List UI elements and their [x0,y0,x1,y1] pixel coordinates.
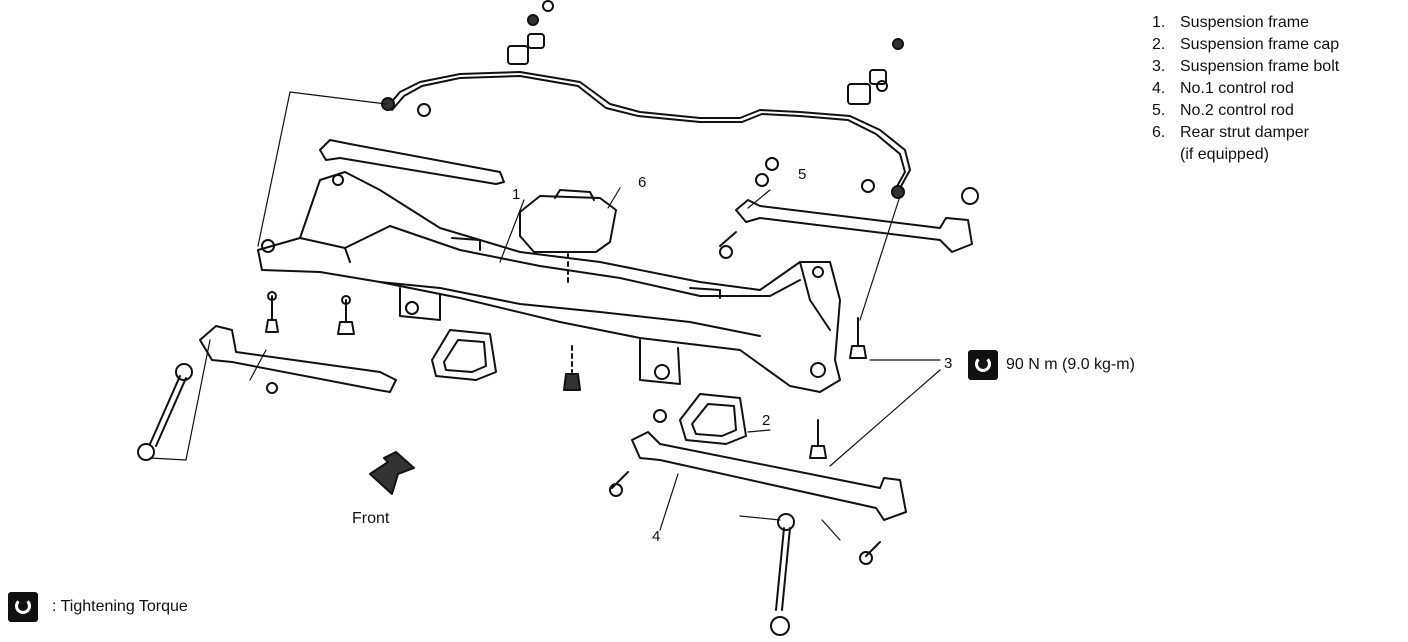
legend-item: 1. Suspension frame [1152,12,1339,34]
legend-text: (if equipped) [1180,146,1269,163]
legend-text: No.1 control rod [1180,80,1294,97]
suspension-frame [257,171,841,393]
torque-note-text: : Tightening Torque [52,598,188,615]
legend-item: 5. No.2 control rod [1152,100,1339,122]
legend-number: 2. [1152,36,1166,53]
legend-text: No.2 control rod [1180,102,1294,119]
torque-wrench-icon [968,350,998,380]
assembly-guides [149,91,941,541]
stabilizer-brackets [507,0,904,105]
rear-strut-damper [519,189,617,287]
legend-text: Rear strut damper [1180,124,1309,141]
legend-number: 1. [1152,14,1166,31]
suspension-frame-caps [431,329,747,445]
legend-number [1152,144,1180,166]
callout-1: 1 [512,186,521,203]
legend-number: 4. [1152,80,1166,97]
torque-value: 90 N m (9.0 kg-m) [1006,356,1135,373]
parts-legend: 1. Suspension frame 2. Suspension frame … [1152,12,1339,166]
no1-control-rods [199,139,907,521]
callout-5: 5 [798,166,807,183]
stabilizer-bar [381,71,911,199]
front-arrow-icon [369,451,415,495]
legend-number: 3. [1152,58,1166,75]
legend-item: 6. Rear strut damper [1152,122,1339,144]
callout-2: 2 [762,412,771,429]
no2-control-rod [719,157,979,259]
torque-spec: 90 N m (9.0 kg-m) [968,350,1135,380]
legend-item: 2. Suspension frame cap [1152,34,1339,56]
suspension-frame-bolts [265,291,867,459]
torque-wrench-icon [8,592,38,622]
legend-item: (if equipped) [1152,144,1339,166]
legend-text: Suspension frame [1180,14,1309,31]
legend-item: 3. Suspension frame bolt [1152,56,1339,78]
front-label: Front [352,510,390,527]
callout-4: 4 [652,528,661,545]
torque-note: : Tightening Torque [8,592,188,622]
callout-6: 6 [638,174,647,191]
stabilizer-links [137,363,881,636]
legend-text: Suspension frame bolt [1180,58,1340,75]
legend-number: 5. [1152,102,1166,119]
legend-text: Suspension frame cap [1180,36,1340,53]
legend-number: 6. [1152,124,1166,141]
callout-3: 3 [944,355,953,372]
legend-item: 4. No.1 control rod [1152,78,1339,100]
